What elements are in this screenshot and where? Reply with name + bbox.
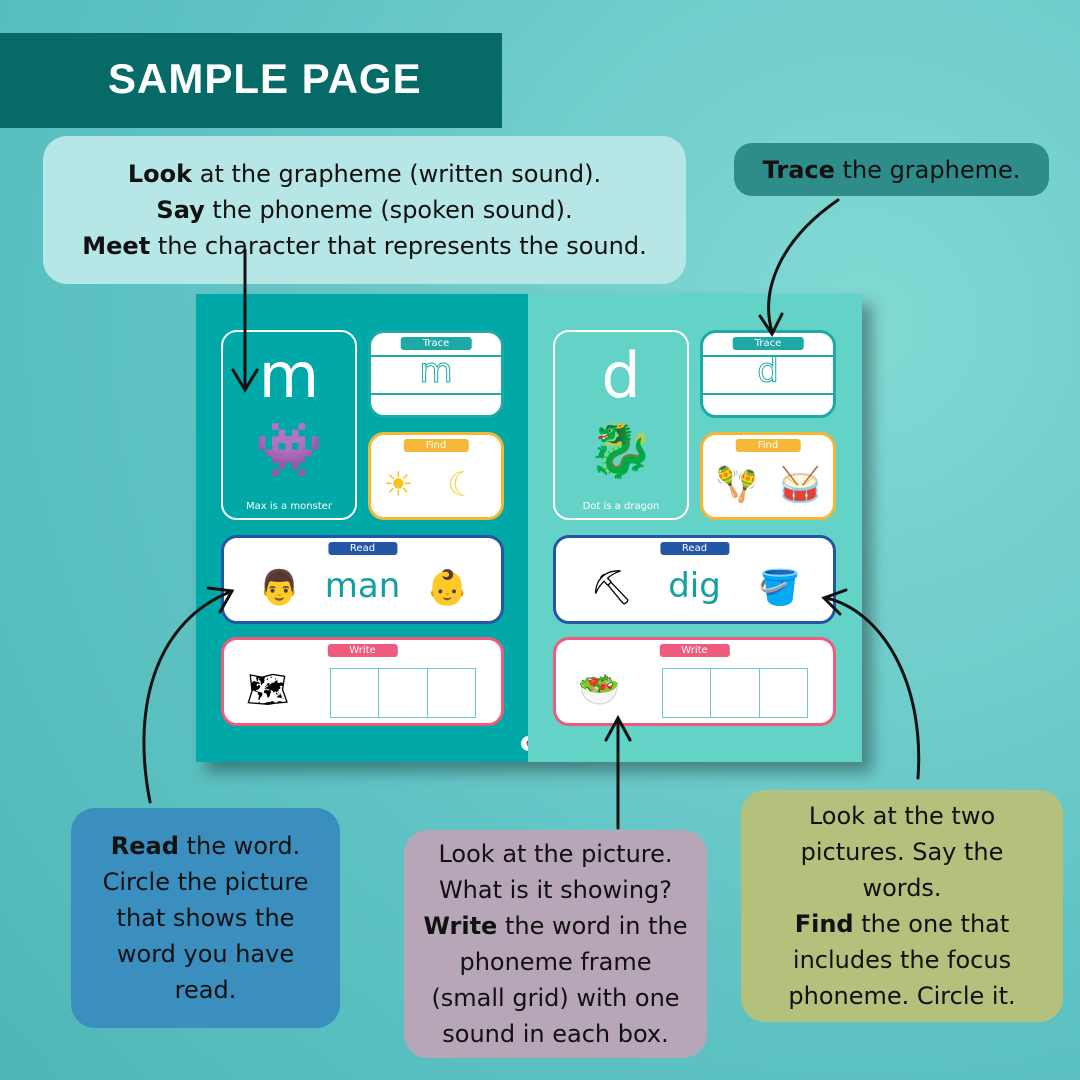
trace-letter[interactable]: m: [419, 351, 453, 392]
sample-page-banner: SAMPLE PAGE: [0, 33, 502, 128]
grapheme: m: [258, 339, 320, 412]
left-page: m 👾 Max is a monster Trace m Find ☀ ☾ Re…: [196, 294, 536, 762]
text: at the grapheme (written sound).: [192, 160, 602, 188]
text: the one that includes the focus phoneme.…: [788, 910, 1016, 1010]
trace-letter[interactable]: d: [757, 351, 780, 392]
callout-write: Look at the picture. What is it showing?…: [404, 830, 707, 1058]
bold: Look: [127, 160, 193, 188]
callout-read: Read the word. Circle the picture that s…: [71, 808, 340, 1028]
grapheme: d: [601, 339, 641, 412]
arrow-find: [821, 588, 921, 780]
maraca-icon[interactable]: 🪇: [715, 465, 758, 505]
map-icon: 🗺: [246, 670, 290, 710]
text: Look at the two pictures. Say the words.: [800, 802, 1004, 902]
drum-icon[interactable]: 🥁: [779, 465, 822, 505]
callout-find: Look at the two pictures. Say the words.…: [741, 790, 1063, 1022]
callout-grapheme: Look at the grapheme (written sound). Sa…: [43, 136, 686, 284]
arrow-write: [604, 714, 632, 830]
moon-icon[interactable]: ☾: [447, 465, 478, 505]
bold: Trace: [762, 155, 835, 184]
find-label: Find: [403, 439, 469, 452]
read-word: man: [324, 566, 401, 606]
text: the character that represents the sound.: [150, 232, 647, 260]
character-caption: Dot is a dragon: [582, 501, 660, 512]
grapheme-card: d 🐉 Dot is a dragon: [553, 330, 689, 520]
write-card: Write 🥗: [553, 637, 836, 726]
arrow-trace: [758, 198, 840, 337]
bold: Read: [110, 832, 179, 860]
right-page: d 🐉 Dot is a dragon Trace d Find 🪇 🥁 Rea…: [528, 294, 862, 762]
trace-label: Trace: [732, 337, 804, 350]
baby-icon[interactable]: 👶: [426, 568, 469, 608]
text: the word in the phoneme frame (small gri…: [431, 912, 688, 1048]
character-caption: Max is a monster: [246, 501, 332, 512]
shovel-icon[interactable]: ⛏: [590, 568, 634, 608]
find-card: Find ☀ ☾: [368, 432, 504, 520]
banner-title: SAMPLE PAGE: [108, 55, 422, 102]
write-label: Write: [659, 644, 730, 657]
text: Look at the picture. What is it showing?: [438, 840, 673, 904]
dragon-icon: 🐉: [587, 418, 655, 481]
text: the phoneme (spoken sound).: [204, 196, 573, 224]
arrow-grapheme: [231, 248, 259, 393]
text: the grapheme.: [834, 155, 1021, 184]
trace-card: Trace d: [700, 330, 836, 418]
phoneme-frame[interactable]: [662, 668, 808, 718]
phoneme-frame[interactable]: [330, 668, 476, 718]
dip-bowl-icon: 🥗: [578, 670, 621, 710]
sun-icon[interactable]: ☀: [383, 465, 414, 505]
read-label: Read: [327, 542, 398, 555]
read-card: Read ⛏ dig 🪣: [553, 535, 836, 624]
read-label: Read: [659, 542, 730, 555]
bucket-icon[interactable]: 🪣: [758, 568, 801, 608]
trace-card: Trace m: [368, 330, 504, 418]
bold: Write: [423, 912, 498, 940]
grapheme-card: m 👾 Max is a monster: [221, 330, 357, 520]
bold: Find: [794, 910, 854, 938]
find-label: Find: [735, 439, 801, 452]
find-card: Find 🪇 🥁: [700, 432, 836, 520]
arrow-read: [142, 586, 235, 804]
write-card: Write 🗺: [221, 637, 504, 726]
read-card: Read 👨 man 👶: [221, 535, 504, 624]
man-icon[interactable]: 👨: [258, 568, 301, 608]
book-spread: m 👾 Max is a monster Trace m Find ☀ ☾ Re…: [196, 294, 862, 762]
callout-trace: Trace the grapheme.: [734, 143, 1049, 196]
text: the word. Circle the picture that shows …: [102, 832, 309, 1004]
write-label: Write: [327, 644, 398, 657]
monster-icon: 👾: [255, 418, 323, 481]
read-word: dig: [668, 566, 721, 606]
trace-label: Trace: [400, 337, 472, 350]
bold: Say: [156, 196, 205, 224]
bold: Meet: [82, 232, 151, 260]
